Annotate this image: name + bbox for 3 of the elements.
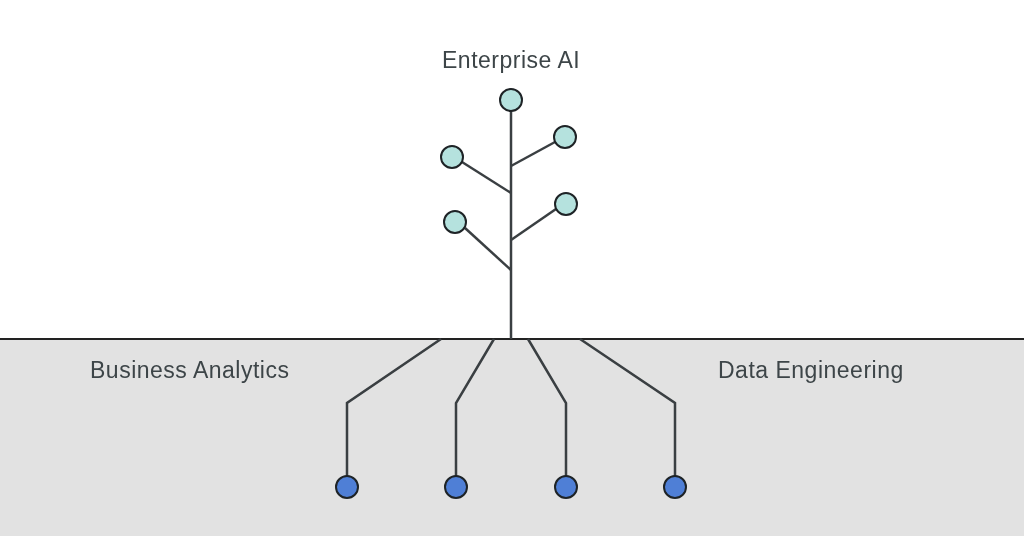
tree-label: Enterprise AI [442,46,581,74]
root-label: Business Analytics [90,356,290,384]
root-label: Data Engineering [718,356,904,384]
